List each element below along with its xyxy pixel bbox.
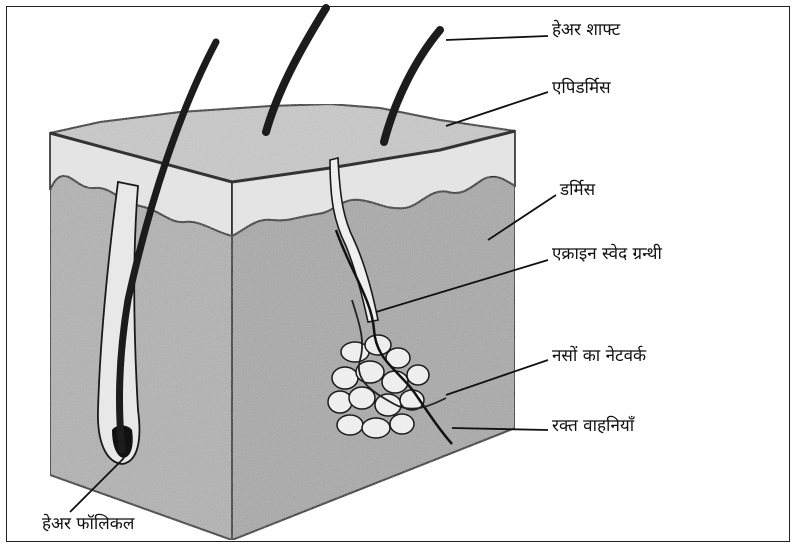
label-hair-follicle: हेअर फॉलिकल — [42, 516, 134, 533]
leader-epidermis — [446, 92, 548, 126]
label-blood-vessels: रक्त वाहनियाँ — [552, 418, 634, 435]
label-eccrine-gland: एक्राइन स्वेद ग्रन्थी — [552, 246, 662, 263]
label-dermis: डर्मिस — [560, 182, 595, 199]
front-face — [50, 176, 232, 540]
label-nerve-network: नसों का नेटवर्क — [552, 348, 646, 365]
leader-hair-shaft — [446, 36, 548, 40]
label-hair-shaft: हेअर शाफ्ट — [552, 22, 620, 39]
side-face — [232, 177, 515, 540]
label-epidermis: एपिडर्मिस — [552, 80, 611, 97]
